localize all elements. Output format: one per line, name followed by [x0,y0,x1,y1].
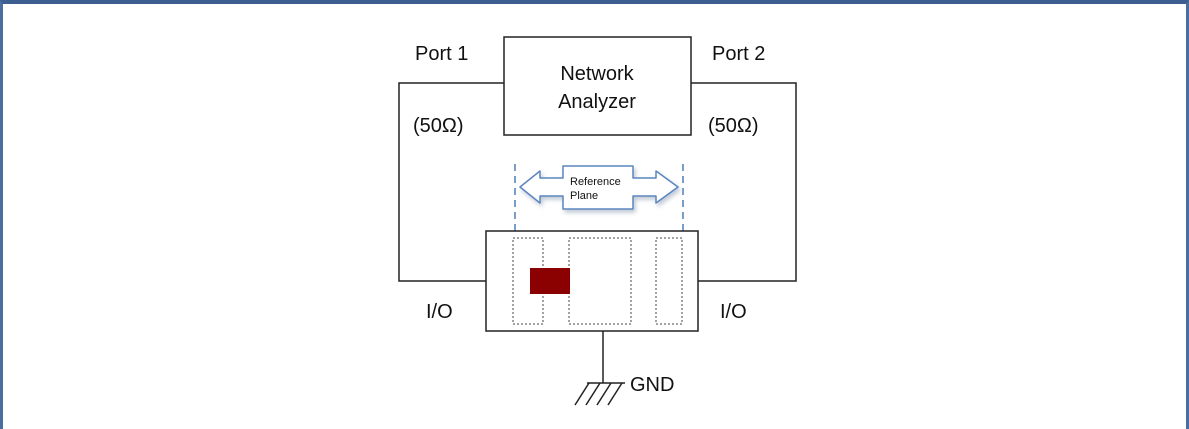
port2-impedance: (50Ω) [708,115,759,137]
analyzer-label-line2: Analyzer [558,91,636,113]
device-under-test [485,230,699,332]
reference-plane-arrow [519,165,679,210]
port1-label: Port 1 [415,43,468,65]
io-right-label: I/O [720,301,747,323]
right-pad-outline [655,237,683,325]
port1-cable [398,82,504,282]
io-left-label: I/O [426,301,453,323]
component-pad [530,268,570,294]
network-analyzer-box [503,36,692,136]
reference-label-line2: Plane [570,190,598,202]
reference-label-line1: Reference [570,176,621,188]
port1-impedance: (50Ω) [413,115,464,137]
ground-symbol-icon [574,382,623,406]
port2-label: Port 2 [712,43,765,65]
analyzer-label-line1: Network [560,63,634,85]
gnd-label: GND [630,374,674,396]
port2-cable [691,82,797,282]
